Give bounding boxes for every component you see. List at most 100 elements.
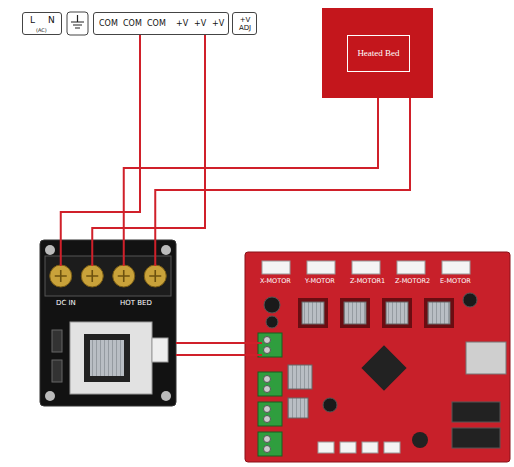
label-text: X-MOTOR — [260, 278, 291, 285]
pin-header — [452, 402, 500, 422]
wire — [61, 240, 156, 266]
driver-board — [298, 298, 328, 328]
heatsink — [288, 398, 308, 418]
label-text: Z-MOTOR1 — [350, 278, 385, 285]
label-text: Y-MOTOR — [305, 278, 335, 285]
buzzer — [412, 432, 428, 448]
green-terminal — [258, 372, 282, 396]
driver-board — [340, 298, 370, 328]
mcu-chip — [361, 345, 406, 390]
green-terminal — [258, 402, 282, 426]
screw — [264, 406, 271, 413]
label-text: COM — [123, 20, 142, 28]
driver-board — [424, 298, 454, 328]
capacitor — [264, 297, 280, 313]
capacitor — [266, 316, 278, 328]
wire — [245, 343, 262, 355]
terminal-block — [45, 256, 171, 296]
screw-head — [113, 265, 135, 287]
screw-terminals — [50, 265, 167, 287]
terminal-body — [258, 333, 282, 357]
screw — [264, 376, 271, 383]
label-text: E-MOTOR — [440, 278, 471, 285]
endstop-connectors — [318, 442, 400, 453]
terminal-box — [67, 12, 88, 35]
heatsink — [428, 302, 450, 324]
stepper-drivers — [298, 298, 454, 328]
terminal-body — [258, 432, 282, 456]
screw — [264, 386, 271, 393]
screw-head — [144, 265, 166, 287]
wire — [176, 354, 245, 356]
label-text: Z-MOTOR2 — [395, 278, 430, 285]
driver-board — [382, 298, 412, 328]
label-text: (AC) — [36, 28, 47, 33]
label-text: +V ADJ — [236, 16, 254, 32]
heatsink-fins — [90, 340, 124, 376]
label-text: HOT BED — [120, 300, 152, 307]
label-text: DC IN — [56, 300, 76, 307]
wire — [176, 342, 245, 344]
wire — [124, 98, 378, 240]
label-text: +V — [212, 20, 224, 28]
screw — [50, 265, 72, 287]
power-terminals — [258, 333, 282, 456]
heatsink — [344, 302, 366, 324]
label-text: N — [48, 16, 55, 25]
screw — [144, 265, 166, 287]
mount-hole — [161, 391, 171, 401]
motor-connectors — [262, 261, 470, 274]
capacitor — [463, 293, 477, 307]
wire-stubs — [61, 240, 262, 355]
stepper-driver — [340, 298, 370, 328]
green-terminal — [258, 333, 282, 357]
label-text: COM — [147, 20, 166, 28]
endstop-connector — [318, 442, 334, 453]
mosfet-module: DC IN HOT BED — [40, 240, 176, 406]
smd-part — [52, 330, 62, 352]
screw-head — [50, 265, 72, 287]
label-text: COM — [99, 20, 118, 28]
capacitor — [323, 398, 337, 412]
stepper-driver — [382, 298, 412, 328]
stepper-driver — [424, 298, 454, 328]
endstop-connector — [340, 442, 356, 453]
mosfet-module — [40, 240, 176, 406]
label-text: L — [30, 16, 35, 25]
smd-part — [52, 360, 62, 382]
wire — [92, 35, 205, 240]
label-text: +V — [176, 20, 188, 28]
module-board — [40, 240, 176, 406]
motor-connector — [352, 261, 380, 274]
usb-port — [466, 342, 506, 374]
pcb — [245, 252, 510, 462]
screw-slot — [149, 270, 161, 282]
screw-slot — [55, 270, 67, 282]
label-text: Heated Bed — [357, 49, 399, 58]
motor-connector — [262, 261, 290, 274]
screw — [264, 436, 271, 443]
signal-connector — [152, 338, 168, 362]
screw-slot — [86, 270, 98, 282]
endstop-connector — [384, 442, 400, 453]
endstop-connector — [362, 442, 378, 453]
mount-hole — [161, 245, 171, 255]
adj-terminal: +V ADJ — [232, 12, 257, 35]
ac-terminal: L N(AC) — [22, 12, 62, 35]
mosfet — [84, 334, 130, 382]
screw — [81, 265, 103, 287]
ground-symbol — [71, 15, 84, 28]
terminal-body — [258, 372, 282, 396]
green-terminal — [258, 432, 282, 456]
controller-board — [245, 252, 510, 462]
mount-hole — [45, 245, 55, 255]
motor-connector — [307, 261, 335, 274]
bed-label-frame: Heated Bed — [347, 35, 410, 72]
screw-slot — [118, 270, 130, 282]
pin-header — [452, 428, 500, 448]
mosfet-heatsink — [70, 322, 152, 394]
motor-connector — [442, 261, 470, 274]
